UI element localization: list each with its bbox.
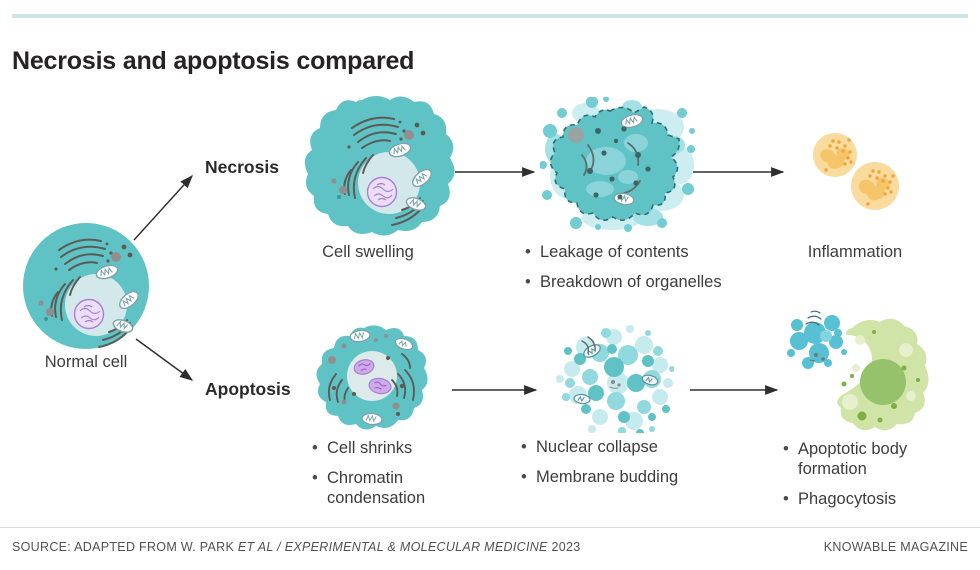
accent-bar xyxy=(12,14,968,18)
source-year: 2023 xyxy=(547,540,581,554)
source-credit: SOURCE: ADAPTED FROM W. PARK ET AL / EXP… xyxy=(12,540,580,554)
immune-cell xyxy=(851,162,899,210)
phagocyte-nucleus xyxy=(860,359,906,405)
bullet-item: Leakage of contents xyxy=(525,242,745,262)
swollen-cell-illustration xyxy=(304,96,455,236)
source-prefix: SOURCE: ADAPTED FROM W. PARK xyxy=(12,540,238,554)
footer-divider xyxy=(0,527,980,528)
burst-cell-illustration xyxy=(540,97,695,232)
apoptosis-stage1-bullets: Cell shrinks Chromatin condensation xyxy=(312,438,452,508)
necrosis-stage2-bullets: Leakage of contents Breakdown of organel… xyxy=(525,242,745,292)
normal-cell-caption: Normal cell xyxy=(44,353,128,371)
apoptosis-stage3-bullets: Apoptotic body formation Phagocytosis xyxy=(783,439,933,510)
fragmented-cell-illustration xyxy=(556,325,674,433)
apoptosis-stage2-bullets: Nuclear collapse Membrane budding xyxy=(521,437,721,487)
inflammation-caption: Inflammation xyxy=(807,243,903,261)
apoptosis-label: Apoptosis xyxy=(205,379,291,399)
necrosis-label: Necrosis xyxy=(205,157,279,177)
footer: SOURCE: ADAPTED FROM W. PARK ET AL / EXP… xyxy=(12,540,968,554)
source-italic: ET AL / EXPERIMENTAL & MOLECULAR MEDICIN… xyxy=(237,540,548,554)
bullet-item: Membrane budding xyxy=(521,467,721,487)
shrunken-cell-illustration xyxy=(316,325,428,430)
immune-cell xyxy=(813,133,857,177)
normal-cell-illustration xyxy=(23,223,149,349)
condensed-chromatin xyxy=(353,359,392,395)
bullet-item: Chromatin condensation xyxy=(312,468,452,508)
leaked-contents xyxy=(540,97,695,232)
mitochondria-icon xyxy=(349,329,414,426)
page-title: Necrosis and apoptosis compared xyxy=(12,46,415,75)
apoptotic-bodies xyxy=(564,344,670,433)
bullet-item: Phagocytosis xyxy=(783,489,933,509)
phagocytosis-illustration xyxy=(787,310,929,431)
bullet-item: Nuclear collapse xyxy=(521,437,721,457)
publisher-credit: KNOWABLE MAGAZINE xyxy=(823,540,968,554)
engulfed-apoptotic-bodies xyxy=(787,310,847,369)
bullet-item: Breakdown of organelles xyxy=(525,272,745,292)
inflammation-cells-illustration xyxy=(813,133,899,210)
bullet-item: Cell shrinks xyxy=(312,438,452,458)
cell-swelling-caption: Cell swelling xyxy=(322,243,414,261)
bullet-item: Apoptotic body formation xyxy=(783,439,933,479)
